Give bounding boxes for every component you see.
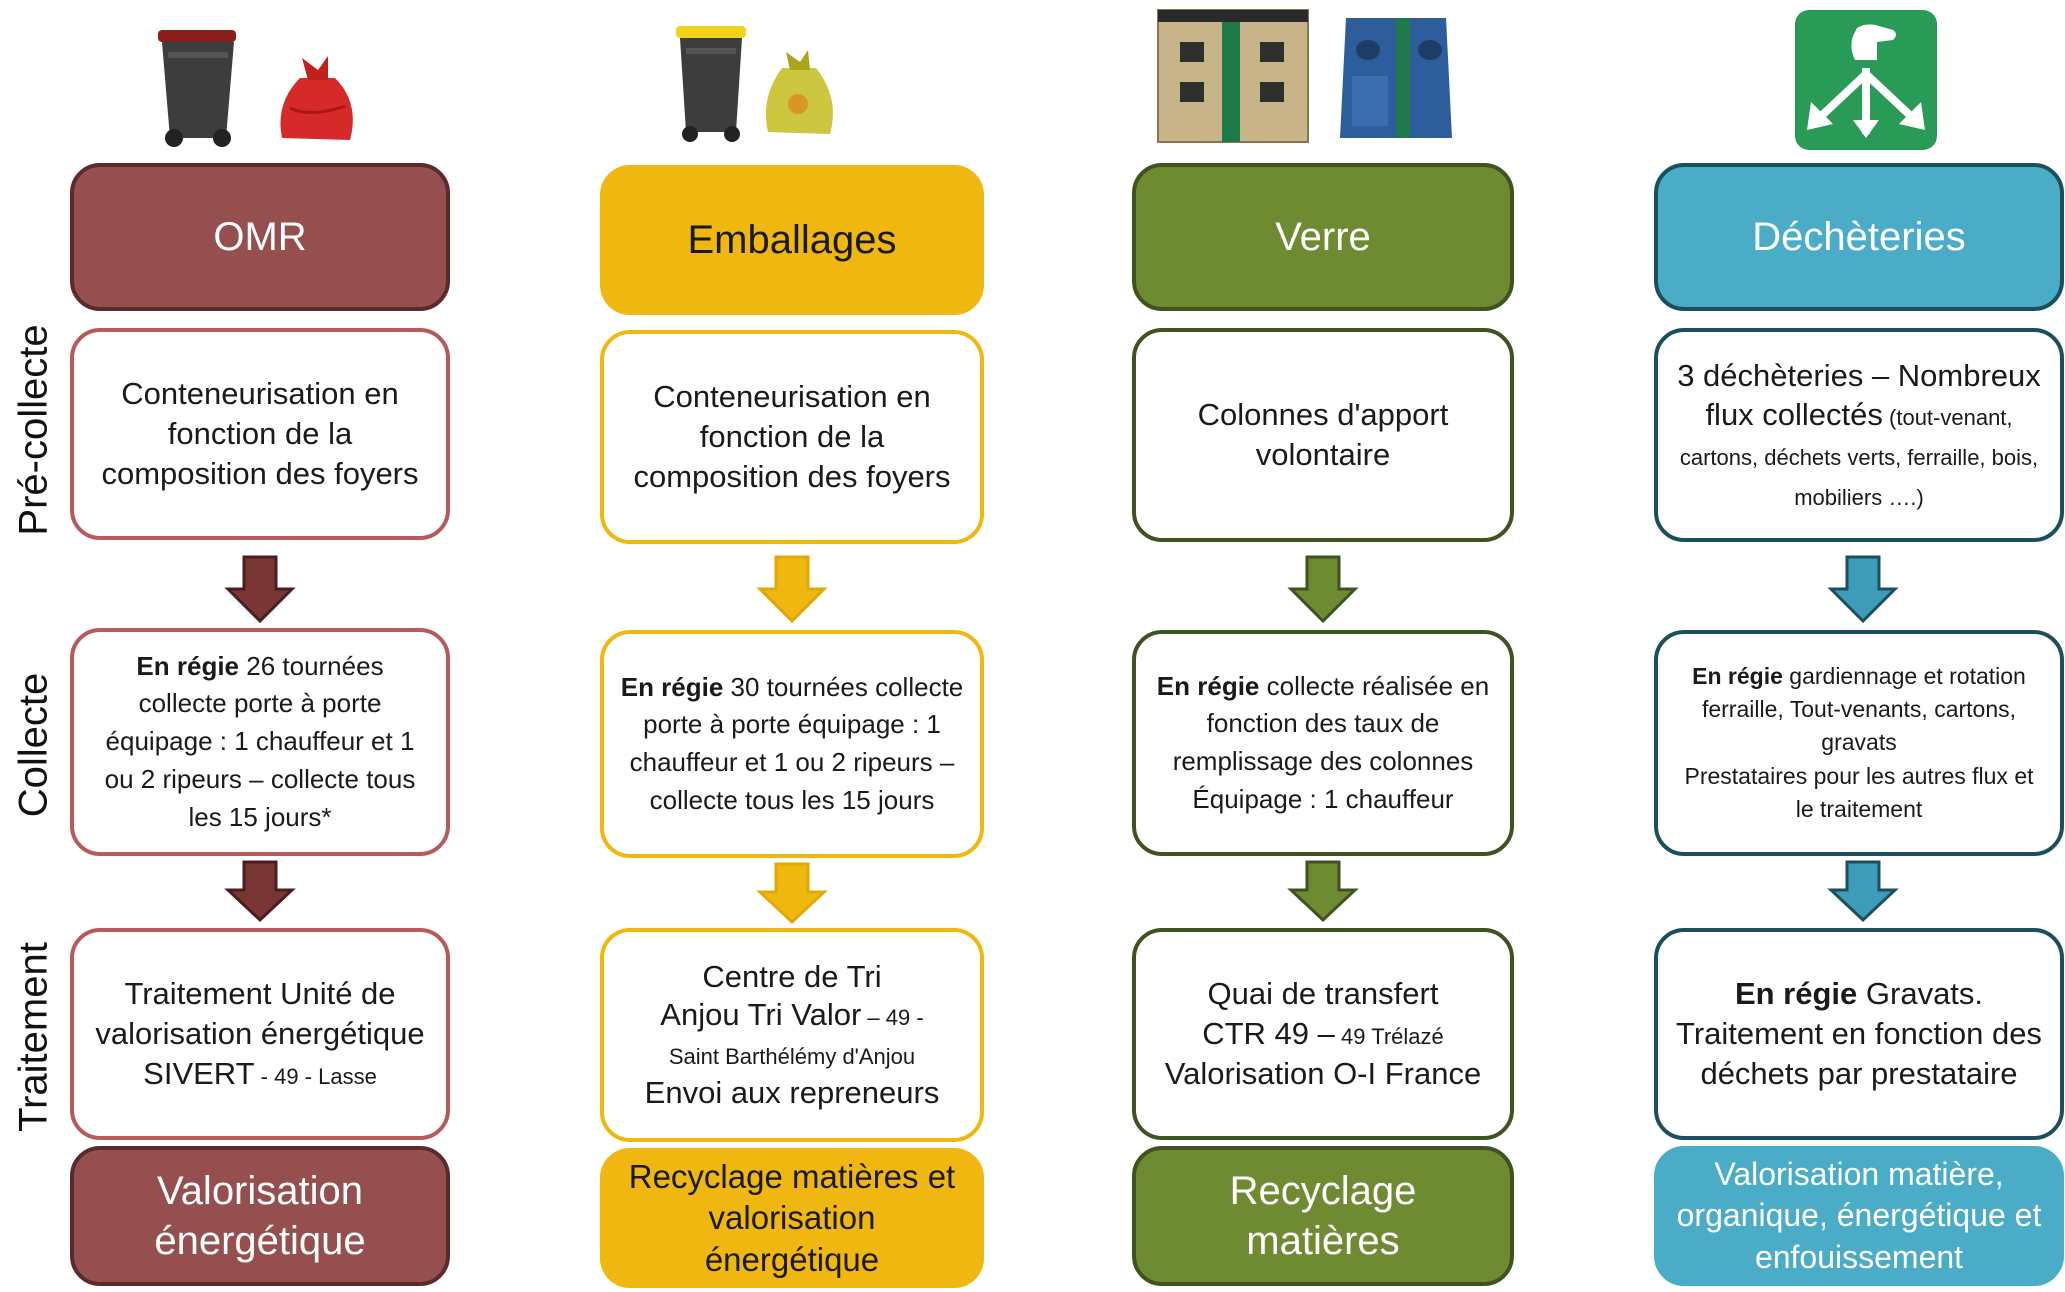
- collecte-text: collecte réalisée en fonction des taux d…: [1172, 670, 1490, 776]
- result-omr: Valorisation énergétique: [70, 1146, 450, 1286]
- header-emballages: Emballages: [600, 165, 984, 315]
- en-regie-label: En régie: [620, 671, 724, 702]
- pre-collecte-text: Colonnes d'apport volontaire: [1197, 396, 1449, 472]
- header-omr: OMR: [70, 163, 450, 311]
- traitement-text: Gravats. Traitement en fonction des déch…: [1676, 975, 2042, 1092]
- en-regie-label: En régie: [1156, 670, 1260, 701]
- result-text: Recyclage matières: [1229, 1169, 1417, 1263]
- header-label: OMR: [213, 215, 307, 259]
- collecte-text: 30 tournées collecte porte à porte équip…: [629, 671, 964, 815]
- pre-collecte-decheteries: 3 déchèteries – Nombreux flux collectés …: [1654, 328, 2064, 542]
- result-verre: Recyclage matières: [1132, 1146, 1514, 1286]
- traitement-line-3: Valorisation O-I France: [1164, 1056, 1482, 1092]
- arrow-down-icon: [756, 555, 828, 624]
- result-decheteries: Valorisation matière, organique, énergét…: [1654, 1146, 2064, 1286]
- collecte-omr: En régie 26 tournées collecte porte à po…: [70, 628, 450, 856]
- collecte-verre: En régie collecte réalisée en fonction d…: [1132, 630, 1514, 856]
- result-emballages: Recyclage matières et valorisation énerg…: [600, 1148, 984, 1288]
- header-label: Emballages: [687, 218, 897, 262]
- pre-collecte-detail: (tout-venant, cartons, déchets verts, fe…: [1679, 405, 2039, 510]
- glass-columns-icon: [1157, 9, 1452, 143]
- header-decheteries: Déchèteries: [1654, 163, 2064, 311]
- pre-collecte-text: Conteneurisation en fonction de la compo…: [101, 375, 419, 492]
- arrow-down-icon: [1287, 555, 1359, 624]
- traitement-line-2: Anjou Tri Valor: [660, 997, 862, 1033]
- traitement-location: - 49 - Lasse: [254, 1064, 377, 1090]
- traitement-verre: Quai de transfert CTR 49 – 49 Trélazé Va…: [1132, 928, 1514, 1140]
- collecte-text: 26 tournées collecte porte à porte équip…: [104, 650, 416, 832]
- pre-collecte-text: 3 déchèteries – Nombreux flux collectés: [1677, 357, 2041, 433]
- en-regie-label: En régie: [136, 650, 240, 681]
- collecte-decheteries: En régie gardiennage et rotation ferrail…: [1654, 630, 2064, 856]
- yellow-bin-and-bag-icon: [676, 26, 833, 142]
- collecte-line-2: Équipage : 1 chauffeur: [1192, 783, 1454, 814]
- row-label-collecte: Collecte: [11, 672, 56, 818]
- traitement-line-4: Envoi aux repreneurs: [644, 1074, 940, 1110]
- row-label-traitement: Traitement: [11, 942, 56, 1132]
- arrow-down-icon: [224, 860, 296, 923]
- collecte-line-2: Prestataires pour les autres flux et le …: [1684, 762, 2034, 823]
- pre-collecte-verre: Colonnes d'apport volontaire: [1132, 328, 1514, 542]
- result-text: Valorisation matière, organique, énergét…: [1676, 1155, 2042, 1275]
- collecte-emballages: En régie 30 tournées collecte porte à po…: [600, 630, 984, 858]
- result-text: Recyclage matières et valorisation énerg…: [628, 1158, 956, 1278]
- traitement-line-3-location: Saint Barthélémy d'Anjou: [668, 1044, 916, 1069]
- traitement-line-1: Centre de Tri: [702, 958, 882, 994]
- en-regie-label: En régie: [1734, 975, 1858, 1011]
- traitement-decheteries: En régie Gravats. Traitement en fonction…: [1654, 928, 2064, 1140]
- header-verre: Verre: [1132, 163, 1514, 311]
- en-regie-label: En régie: [1692, 662, 1783, 689]
- arrow-down-icon: [1827, 555, 1899, 624]
- traitement-omr: Traitement Unité de valorisation énergét…: [70, 928, 450, 1140]
- header-label: Verre: [1275, 215, 1371, 259]
- arrow-down-icon: [756, 862, 828, 925]
- traitement-emballages: Centre de Tri Anjou Tri Valor – 49 - Sai…: [600, 928, 984, 1142]
- arrow-down-icon: [224, 555, 296, 624]
- pre-collecte-text: Conteneurisation en fonction de la compo…: [633, 378, 951, 495]
- header-label: Déchèteries: [1752, 215, 1966, 259]
- red-bin-and-bag-icon: [158, 30, 353, 147]
- recycling-drop-off-sign-icon: [1795, 10, 1937, 150]
- traitement-line-2-location: – 49 -: [861, 1005, 924, 1031]
- pre-collecte-omr: Conteneurisation en fonction de la compo…: [70, 328, 450, 540]
- row-label-pre-collecte: Pré-collecte: [11, 324, 56, 536]
- traitement-line-2: CTR 49 –: [1202, 1015, 1335, 1051]
- collecte-text: gardiennage et rotation ferraille, Tout-…: [1701, 662, 2026, 756]
- traitement-line-1: Quai de transfert: [1207, 975, 1439, 1011]
- arrow-down-icon: [1287, 860, 1359, 923]
- arrow-down-icon: [1827, 860, 1899, 923]
- pre-collecte-emballages: Conteneurisation en fonction de la compo…: [600, 330, 984, 544]
- traitement-text: Traitement Unité de valorisation énergét…: [95, 975, 425, 1092]
- result-text: Valorisation énergétique: [154, 1169, 366, 1263]
- traitement-line-2-location: 49 Trélazé: [1334, 1023, 1444, 1049]
